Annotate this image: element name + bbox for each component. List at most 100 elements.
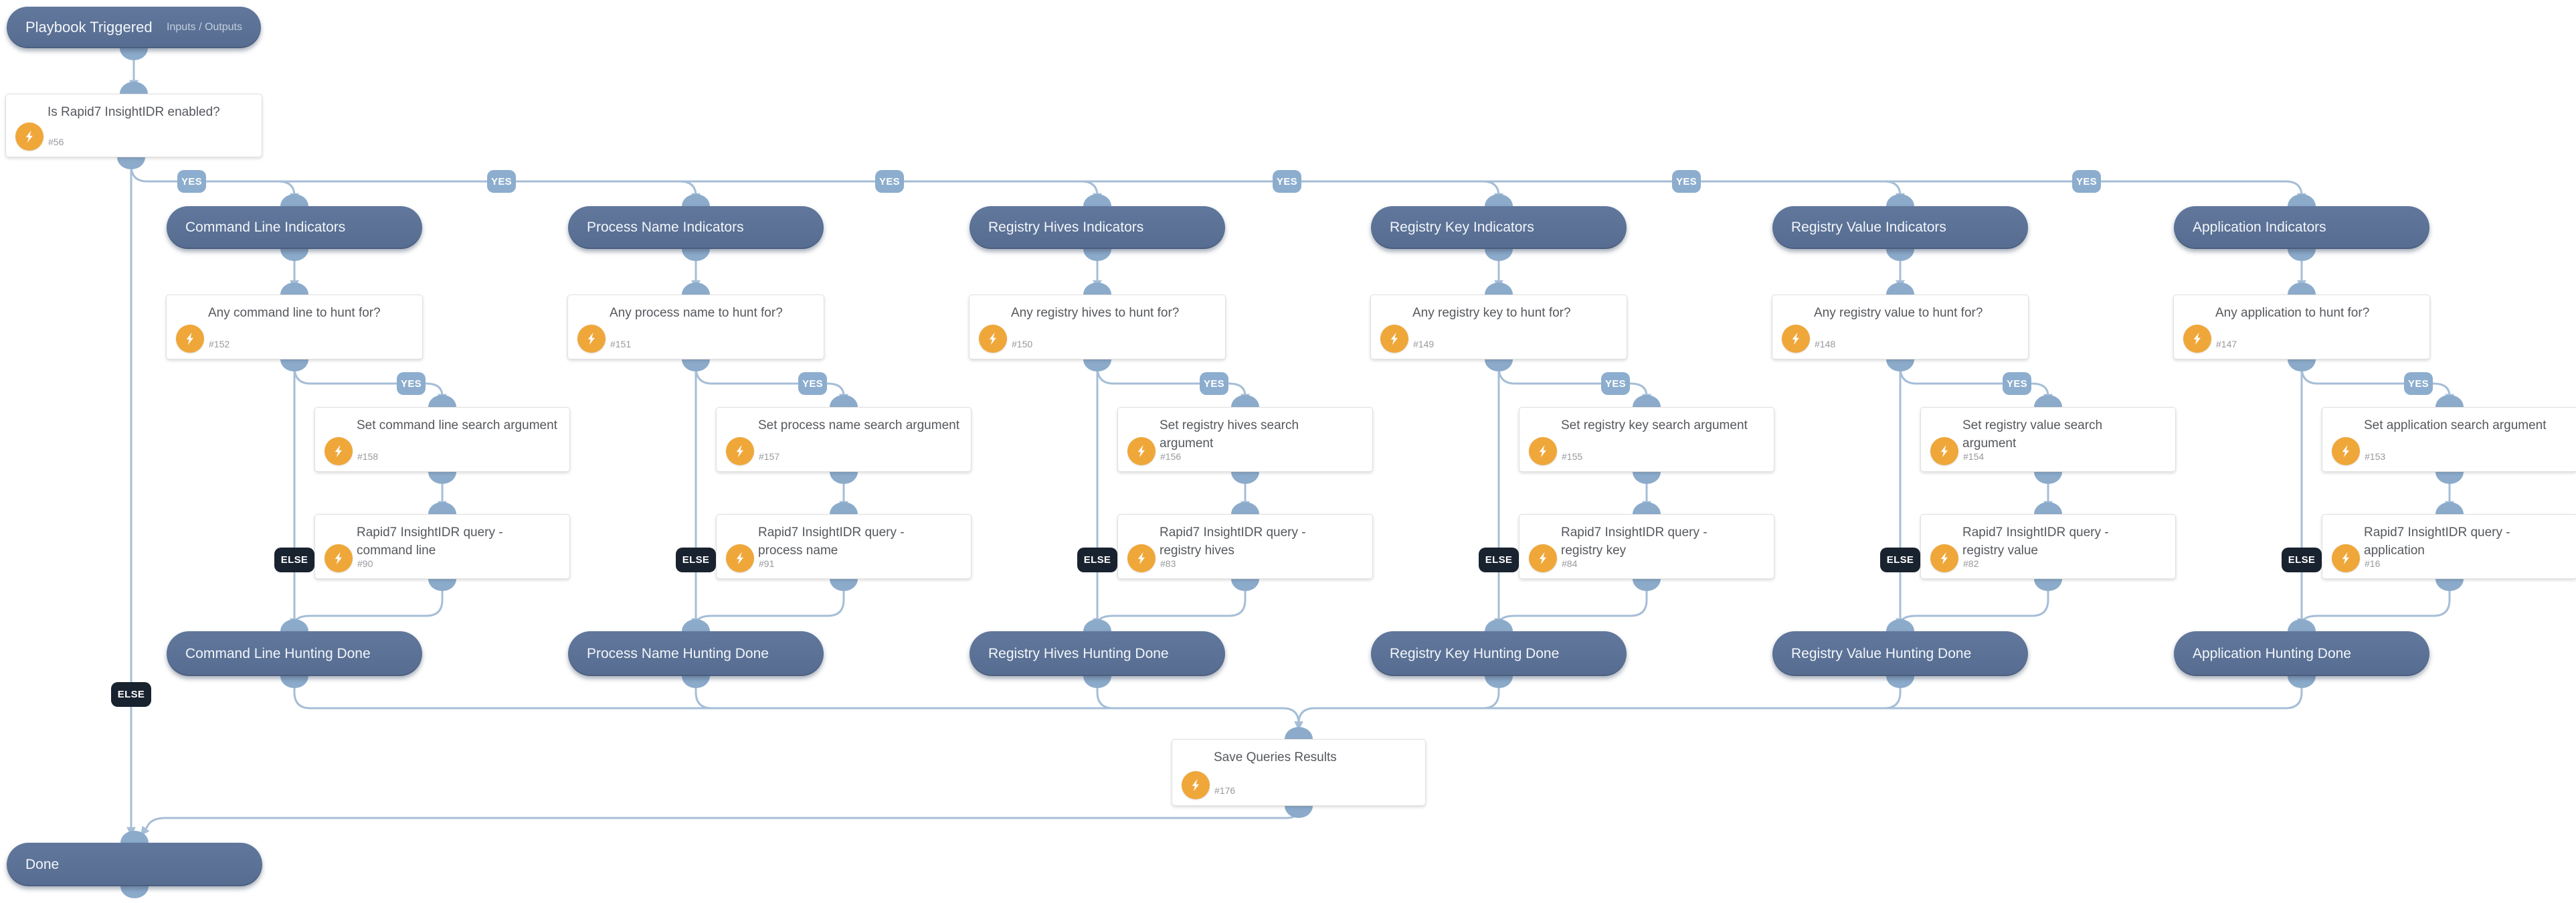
yes-label: YES xyxy=(2404,372,2433,395)
else-label: ELSE xyxy=(2282,548,2322,572)
branch-registry-key: Registry Key Indicators Any registry key… xyxy=(1370,0,1776,903)
branch-command-line: Command Line Indicators Any command line… xyxy=(166,0,571,903)
section-header[interactable]: Process Name Indicators xyxy=(568,206,824,249)
task-id: #156 xyxy=(1160,451,1182,462)
task-id: #151 xyxy=(610,339,632,349)
playbook-trigger-node[interactable]: Playbook Triggered Inputs / Outputs xyxy=(7,7,261,48)
section-done[interactable]: Registry Key Hunting Done xyxy=(1371,631,1627,676)
section-header-label: Process Name Indicators xyxy=(587,220,744,235)
section-header-label: Command Line Indicators xyxy=(185,220,346,235)
condition-node[interactable]: Any registry value to hunt for? #148 xyxy=(1772,295,2029,359)
inputs-outputs-link[interactable]: Inputs / Outputs xyxy=(167,21,242,33)
else-label: ELSE xyxy=(1077,548,1117,572)
task-id: #154 xyxy=(1963,451,1985,462)
automation-lightning-icon xyxy=(1529,437,1557,465)
condition-node[interactable]: Any command line to hunt for? #152 xyxy=(166,295,423,359)
section-done[interactable]: Application Hunting Done xyxy=(2174,631,2429,676)
section-done[interactable]: Registry Hives Hunting Done xyxy=(970,631,1225,676)
yes-label: YES xyxy=(177,170,206,193)
task-node-query[interactable]: Rapid7 InsightIDR query - command line #… xyxy=(314,514,570,579)
task-title: Rapid7 InsightIDR query - command line xyxy=(357,525,503,558)
task-id: #176 xyxy=(1214,785,1236,796)
else-label: ELSE xyxy=(1479,548,1519,572)
task-id: #84 xyxy=(1562,558,1578,569)
task-node-set-argument[interactable]: Set registry hives search argument #156 xyxy=(1117,407,1373,472)
automation-lightning-icon xyxy=(1529,544,1557,572)
task-id: #83 xyxy=(1160,558,1176,569)
section-header[interactable]: Registry Hives Indicators xyxy=(970,206,1225,249)
task-id: #91 xyxy=(759,558,775,569)
section-done[interactable]: Registry Value Hunting Done xyxy=(1772,631,2028,676)
yes-label: YES xyxy=(487,170,516,193)
else-label: ELSE xyxy=(1880,548,1920,572)
task-title: Is Rapid7 InsightIDR enabled? xyxy=(48,105,220,119)
section-done-label: Registry Value Hunting Done xyxy=(1791,645,1972,661)
section-done-label: Process Name Hunting Done xyxy=(587,645,769,661)
yes-label: YES xyxy=(1273,170,1301,193)
section-header[interactable]: Registry Value Indicators xyxy=(1772,206,2028,249)
section-header[interactable]: Registry Key Indicators xyxy=(1371,206,1627,249)
section-done[interactable]: Process Name Hunting Done xyxy=(568,631,824,676)
branch-registry-hives: Registry Hives Indicators Any registry h… xyxy=(969,0,1374,903)
task-node-query[interactable]: Rapid7 InsightIDR query - registry value… xyxy=(1920,514,2176,579)
task-title: Rapid7 InsightIDR query - application xyxy=(2364,525,2510,558)
task-title: Rapid7 InsightIDR query - process name xyxy=(758,525,905,558)
section-done-label: Registry Hives Hunting Done xyxy=(988,645,1169,661)
section-header-label: Registry Hives Indicators xyxy=(988,220,1144,235)
task-node-query[interactable]: Rapid7 InsightIDR query - registry key #… xyxy=(1519,514,1774,579)
task-title: Save Queries Results xyxy=(1214,750,1337,764)
condition-node[interactable]: Any process name to hunt for? #151 xyxy=(567,295,824,359)
task-title: Set registry hives search argument xyxy=(1160,418,1299,450)
task-title: Any command line to hunt for? xyxy=(208,306,381,320)
task-node-set-argument[interactable]: Set command line search argument #158 xyxy=(314,407,570,472)
task-title: Set registry key search argument xyxy=(1561,418,1748,432)
automation-lightning-icon xyxy=(577,325,606,353)
done-label: Done xyxy=(25,856,60,872)
task-title: Any registry value to hunt for? xyxy=(1814,306,1983,320)
section-done[interactable]: Command Line Hunting Done xyxy=(167,631,422,676)
condition-node[interactable]: Any registry key to hunt for? #149 xyxy=(1370,295,1627,359)
task-node-set-argument[interactable]: Set process name search argument #157 xyxy=(716,407,972,472)
task-title: Rapid7 InsightIDR query - registry hives xyxy=(1160,525,1306,558)
task-id: #90 xyxy=(357,558,373,569)
yes-label: YES xyxy=(2003,372,2031,395)
automation-lightning-icon xyxy=(1930,544,1958,572)
task-title: Any registry key to hunt for? xyxy=(1412,306,1571,320)
task-node-query[interactable]: Rapid7 InsightIDR query - process name #… xyxy=(716,514,972,579)
task-title: Rapid7 InsightIDR query - registry value xyxy=(1962,525,2109,558)
task-node-set-argument[interactable]: Set application search argument #153 xyxy=(2322,407,2576,472)
yes-label: YES xyxy=(1672,170,1701,193)
section-header-label: Application Indicators xyxy=(2193,220,2326,235)
automation-lightning-icon xyxy=(2332,437,2360,465)
playbook-trigger-title: Playbook Triggered xyxy=(25,19,153,35)
section-header[interactable]: Command Line Indicators xyxy=(167,206,422,249)
task-node-set-argument[interactable]: Set registry value search argument #154 xyxy=(1920,407,2176,472)
done-node[interactable]: Done xyxy=(7,843,262,886)
task-id: #150 xyxy=(1012,339,1033,349)
task-node-query[interactable]: Rapid7 InsightIDR query - application #1… xyxy=(2322,514,2576,579)
automation-lightning-icon xyxy=(1930,437,1958,465)
automation-lightning-icon xyxy=(1127,437,1156,465)
task-node-set-argument[interactable]: Set registry key search argument #155 xyxy=(1519,407,1774,472)
condition-node[interactable]: Any application to hunt for? #147 xyxy=(2173,295,2430,359)
condition-node[interactable]: Any registry hives to hunt for? #150 xyxy=(969,295,1226,359)
section-done-label: Application Hunting Done xyxy=(2193,645,2351,661)
task-id: #16 xyxy=(2365,558,2381,569)
else-label: ELSE xyxy=(111,682,151,707)
automation-lightning-icon xyxy=(726,437,754,465)
automation-lightning-icon xyxy=(2183,325,2211,353)
automation-lightning-icon xyxy=(176,325,204,353)
branch-registry-value: Registry Value Indicators Any registry v… xyxy=(1772,0,2177,903)
yes-label: YES xyxy=(397,372,426,395)
task-node-query[interactable]: Rapid7 InsightIDR query - registry hives… xyxy=(1117,514,1373,579)
task-id: #82 xyxy=(1963,558,1979,569)
branch-application: Application Indicators Any application t… xyxy=(2173,0,2576,903)
task-node-save-queries[interactable]: Save Queries Results #176 xyxy=(1172,739,1426,806)
yes-label: YES xyxy=(1200,372,1228,395)
condition-node-root[interactable]: Is Rapid7 InsightIDR enabled? #56 xyxy=(5,94,262,157)
automation-lightning-icon xyxy=(325,437,353,465)
section-header[interactable]: Application Indicators xyxy=(2174,206,2429,249)
task-id: #148 xyxy=(1815,339,1836,349)
